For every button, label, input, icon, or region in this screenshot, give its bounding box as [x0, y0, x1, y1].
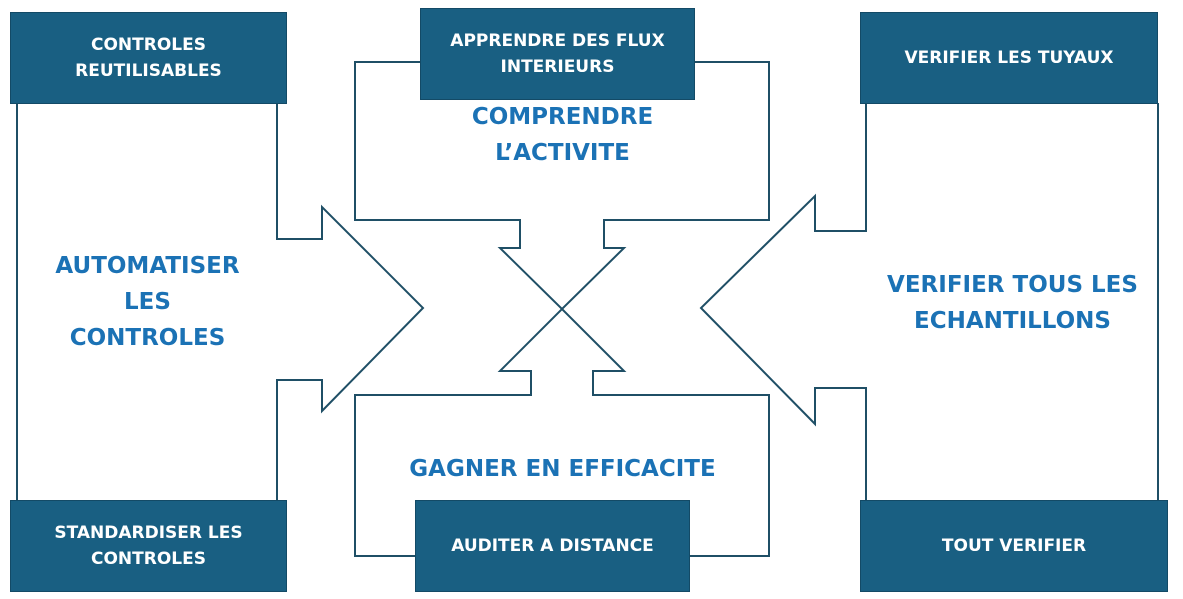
- right-arrow-outline: [699, 103, 867, 500]
- box-standardiser-controles: STANDARDISER LES CONTROLES: [10, 500, 287, 592]
- theme-gagner-efficacite: GAGNER EN EFFICACITE: [409, 456, 716, 482]
- box-tout-verifier: TOUT VERIFIER: [860, 500, 1168, 592]
- left-arrow-outline: [276, 103, 425, 500]
- box-apprendre-flux: APPRENDRE DES FLUX INTERIEURS: [420, 8, 695, 100]
- box-controles-reutilisables: CONTROLES REUTILISABLES: [10, 12, 287, 104]
- theme-verifier-echantillons: VERIFIER TOUS LES ECHANTILLONS: [887, 272, 1138, 334]
- theme-comprendre: COMPRENDRE L’ACTIVITE: [471, 104, 654, 166]
- box-verifier-tuyaux: VERIFIER LES TUYAUX: [860, 12, 1158, 104]
- box-auditer-distance: AUDITER A DISTANCE: [415, 500, 690, 592]
- bottom-arrow-outline: [354, 307, 770, 557]
- theme-automatiser: AUTOMATISER LES CONTROLES: [55, 253, 240, 351]
